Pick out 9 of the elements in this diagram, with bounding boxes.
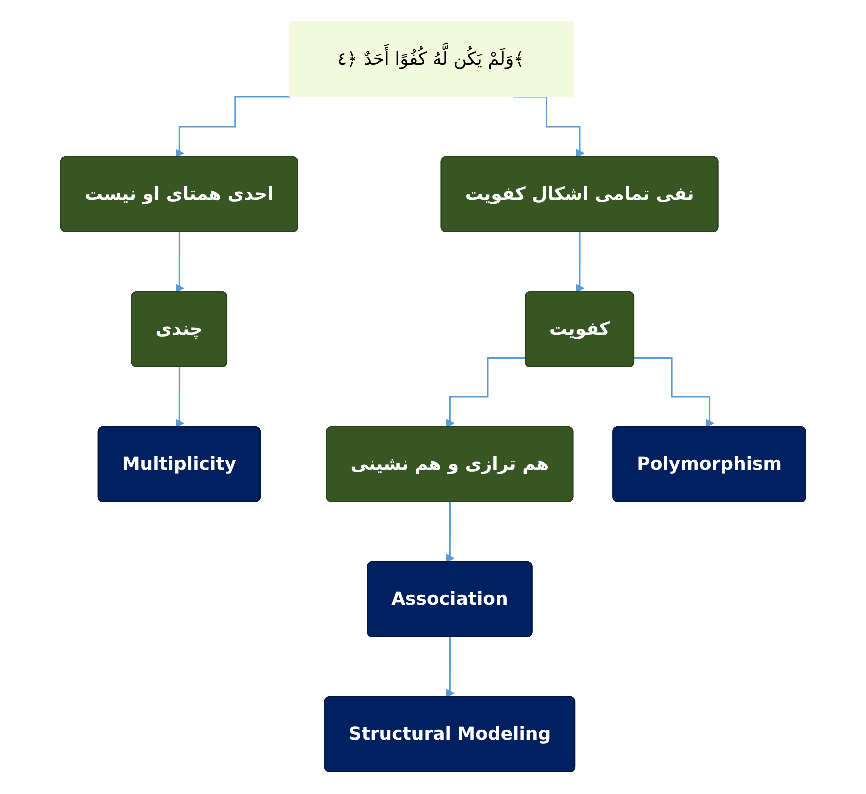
arrow xyxy=(446,636,454,698)
arrow xyxy=(446,502,454,563)
arrow xyxy=(174,96,291,158)
arrow xyxy=(634,357,714,428)
arrow xyxy=(174,232,184,293)
node-box: وَلَمْ يَكُن لَّهُ كُفُوًا أَحَدٌ ﴿٤﴾ xyxy=(288,22,574,98)
arrow xyxy=(575,232,584,293)
arrow xyxy=(174,366,184,428)
arrow xyxy=(446,357,526,428)
